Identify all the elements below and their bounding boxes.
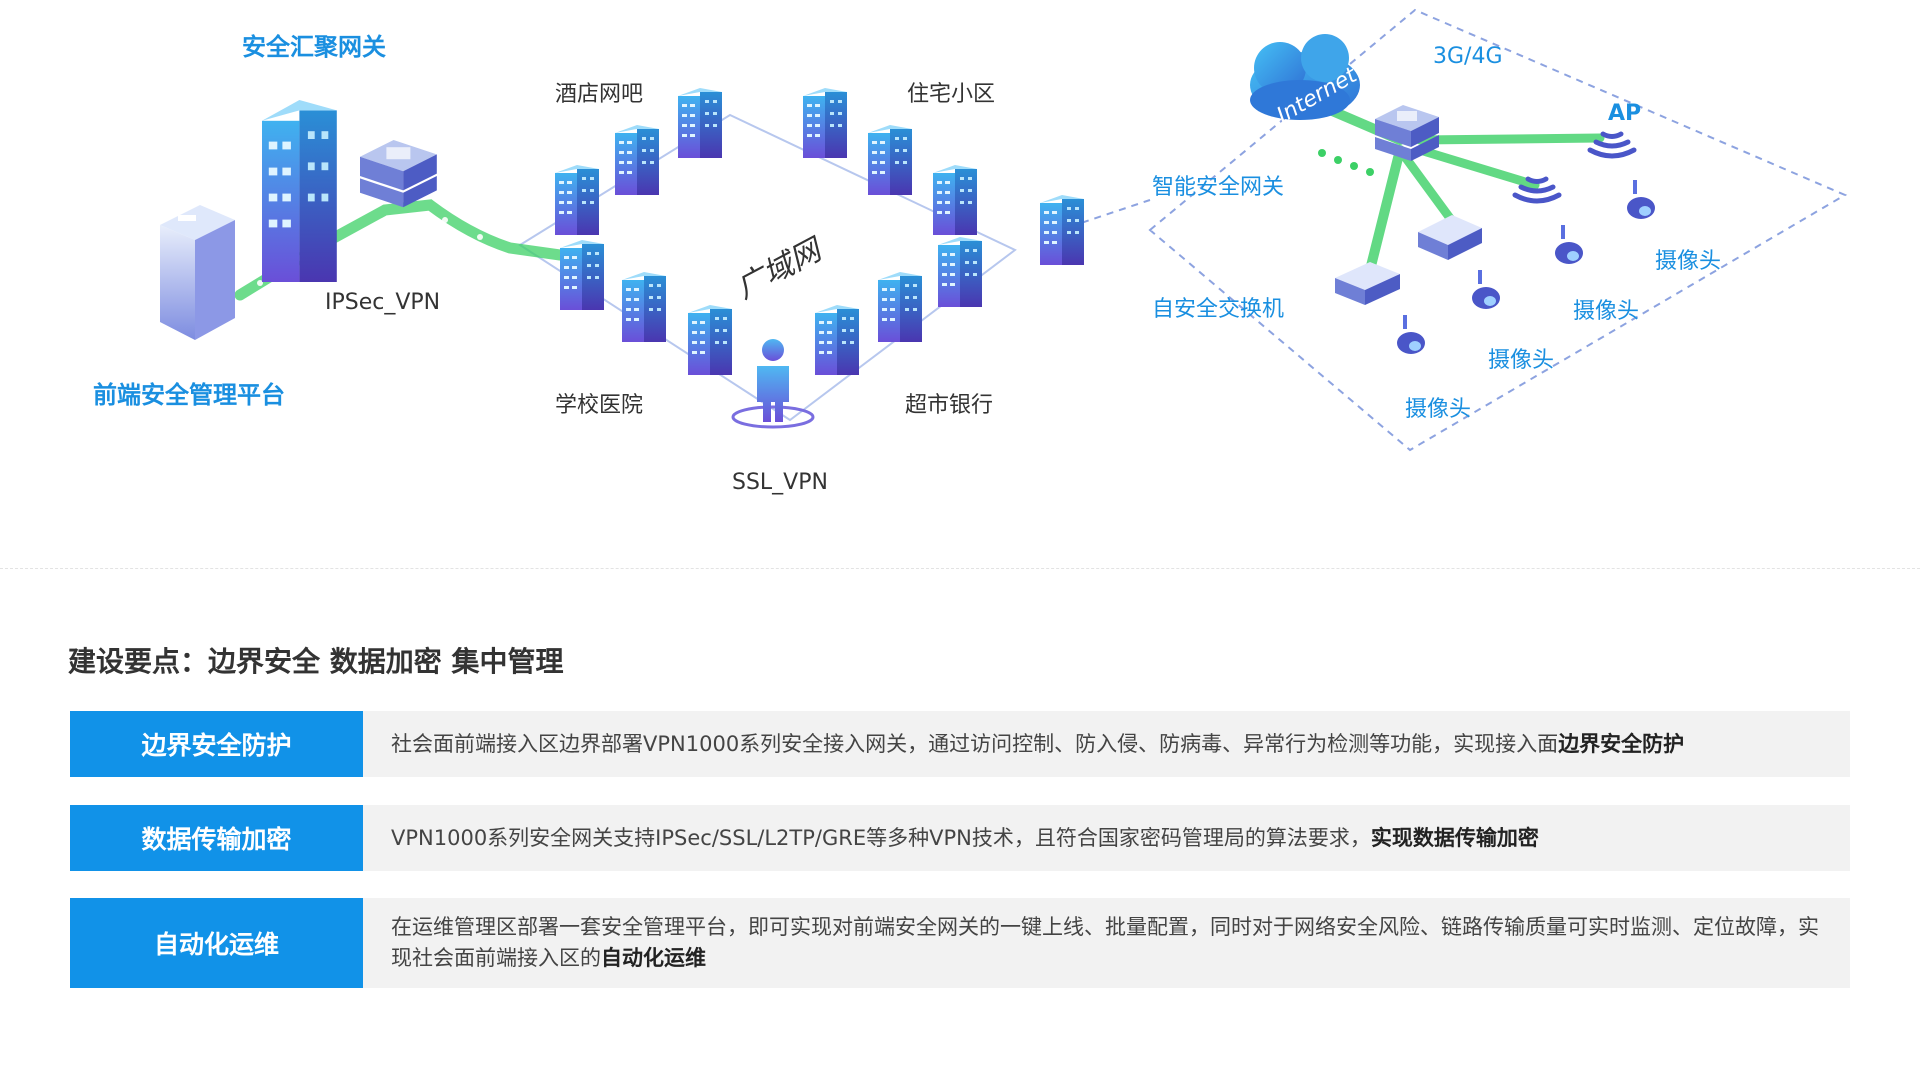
point-row-encryption: 数据传输加密 VPN1000系列安全网关支持IPSec/SSL/L2TP/GRE… (70, 805, 1850, 871)
label-hotel: 酒店网吧 (555, 82, 643, 107)
self-security-switch-1 (1335, 262, 1400, 305)
point-desc-ops: 在运维管理区部署一套安全管理平台，即可实现对前端安全网关的一键上线、批量配置，同… (363, 898, 1850, 988)
ipsec-gateway-device (360, 140, 437, 208)
label-wan: 广域网 (731, 231, 830, 306)
label-camera-4: 摄像头 (1655, 249, 1721, 274)
label-ssl-vpn: SSL_VPN (732, 470, 828, 495)
label-camera-3: 摄像头 (1573, 299, 1639, 324)
point-row-ops: 自动化运维 在运维管理区部署一套安全管理平台，即可实现对前端安全网关的一键上线、… (70, 898, 1850, 988)
ipsec-vpn-link (234, 199, 566, 301)
self-security-switch-2 (1418, 215, 1482, 260)
point-bold-boundary: 边界安全防护 (1558, 731, 1685, 756)
point-text-ops: 在运维管理区部署一套安全管理平台，即可实现对前端安全网关的一键上线、批量配置，同… (391, 915, 1819, 970)
camera-icon-3 (1555, 225, 1583, 264)
label-aggregation-gateway: 安全汇聚网关 (242, 33, 386, 61)
label-school-hospital: 学校医院 (555, 393, 643, 418)
point-bold-ops: 自动化运维 (601, 946, 706, 970)
label-front-platform: 前端安全管理平台 (93, 381, 285, 409)
front-platform-server (160, 205, 235, 340)
label-ipsec-vpn: IPSec_VPN (325, 290, 440, 315)
access-zone-dashed (1148, 8, 1848, 452)
internet-cloud (1250, 34, 1360, 120)
wan-buildings (555, 88, 1084, 375)
point-text-boundary: 社会面前端接入区边界部署VPN1000系列安全接入网关，通过访问控制、防入侵、防… (391, 731, 1559, 756)
wireless-dots (1318, 149, 1374, 176)
camera-icon-1 (1397, 315, 1425, 354)
label-ap: AP (1608, 101, 1641, 126)
point-tag-ops: 自动化运维 (70, 898, 363, 988)
point-tag-boundary: 边界安全防护 (70, 711, 363, 777)
label-smart-gateway: 智能安全网关 (1152, 175, 1284, 200)
section-divider (0, 568, 1920, 569)
point-desc-encryption: VPN1000系列安全网关支持IPSec/SSL/L2TP/GRE等多种VPN技… (363, 805, 1567, 871)
network-topology-diagram: Internet 安全汇聚网关 前端安全管理平台 IPSec_VPN 酒店网吧 … (93, 8, 1848, 495)
point-desc-boundary: 社会面前端接入区边界部署VPN1000系列安全接入网关，通过访问控制、防入侵、防… (363, 711, 1712, 777)
point-text-encryption: VPN1000系列安全网关支持IPSec/SSL/L2TP/GRE等多种VPN技… (391, 825, 1371, 850)
label-cellular: 3G/4G (1433, 44, 1503, 69)
camera-icon-2 (1472, 270, 1500, 309)
section-title: 建设要点：边界安全 数据加密 集中管理 (68, 645, 564, 678)
label-supermarket-bank: 超市银行 (905, 393, 993, 418)
point-tag-encryption: 数据传输加密 (70, 805, 363, 871)
ap-wifi-icon-1 (1587, 131, 1637, 159)
label-camera-1: 摄像头 (1405, 397, 1471, 422)
point-bold-encryption: 实现数据传输加密 (1370, 825, 1539, 850)
point-row-boundary: 边界安全防护 社会面前端接入区边界部署VPN1000系列安全接入网关，通过访问控… (70, 711, 1850, 777)
aggregation-gateway-tower (262, 100, 337, 282)
camera-icon-4 (1627, 180, 1655, 219)
label-residential: 住宅小区 (907, 82, 995, 107)
ap-wifi-icon-2 (1512, 176, 1562, 204)
label-camera-2: 摄像头 (1488, 348, 1554, 373)
label-self-switch: 自安全交换机 (1152, 297, 1284, 322)
ssl-vpn-user (731, 339, 815, 429)
